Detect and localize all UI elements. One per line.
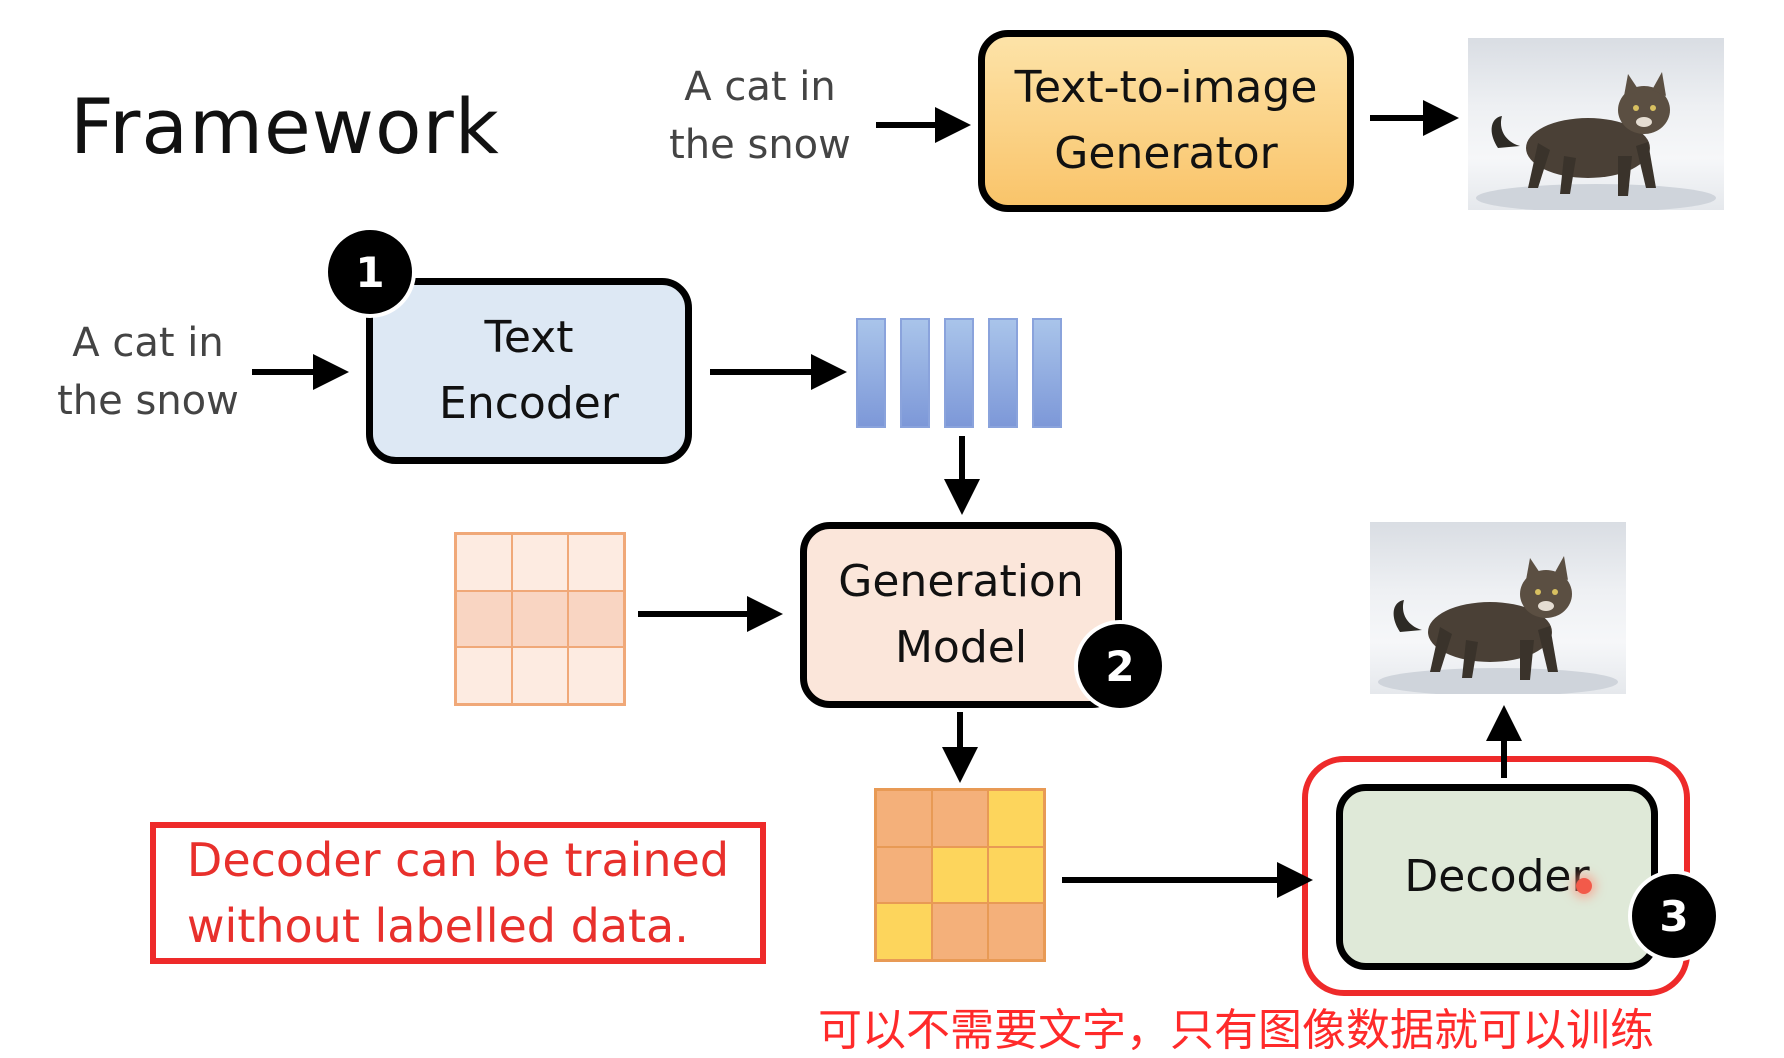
annotation-box: Decoder can be trained without labelled … <box>150 822 766 964</box>
badge-2: 2 <box>1074 620 1166 712</box>
text-encoder-label: Text Encoder <box>439 312 619 429</box>
generation-model-label: Generation Model <box>838 556 1084 673</box>
top-input-text: A cat in the snow <box>669 64 851 168</box>
latent-grid <box>874 788 1046 962</box>
decoder-label: Decoder <box>1404 851 1590 902</box>
text-encoder-box: Text Encoder <box>366 278 692 464</box>
text-embedding-bar <box>988 318 1018 428</box>
chinese-note: 可以不需要文字，只有图像数据就可以训练 <box>818 1005 1654 1056</box>
cat-photo-icon <box>1378 556 1618 694</box>
cursor-dot <box>1576 878 1592 894</box>
encoder-input-text: A cat in the snow <box>57 320 239 424</box>
noise-latent-grid <box>454 532 626 706</box>
generation-model-box: Generation Model <box>800 522 1122 708</box>
text-embedding-bar <box>856 318 886 428</box>
slide-title: Framework <box>70 82 500 171</box>
annotation-text: Decoder can be trained without labelled … <box>186 833 730 953</box>
text-embedding-bar <box>1032 318 1062 428</box>
text-embedding-bar <box>944 318 974 428</box>
generator-label: Text-to-image Generator <box>1014 62 1318 179</box>
cat-photo-top <box>1468 38 1724 210</box>
badge-3: 3 <box>1628 870 1720 962</box>
text-embedding-bar <box>900 318 930 428</box>
cat-photo-output <box>1370 522 1626 694</box>
text-to-image-generator-box: Text-to-image Generator <box>978 30 1354 212</box>
cat-photo-icon <box>1476 72 1716 210</box>
badge-1: 1 <box>324 226 416 318</box>
